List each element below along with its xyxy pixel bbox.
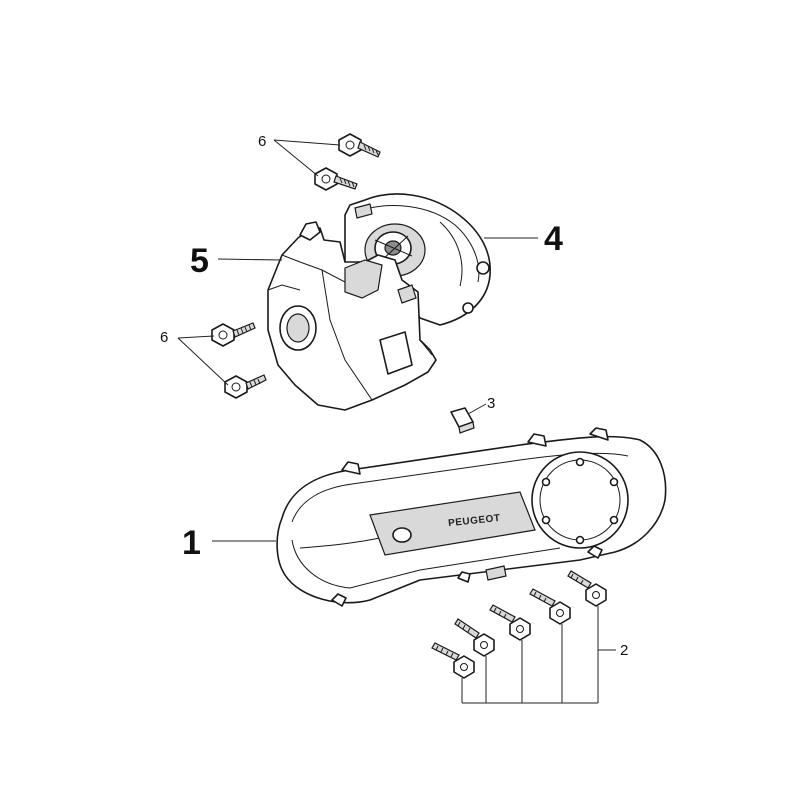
bolt-2-c xyxy=(489,604,531,641)
part-5-cylinder-shroud xyxy=(267,221,437,411)
callout-1: 1 xyxy=(182,524,201,562)
leader-lines xyxy=(177,139,616,704)
bolt-6-top-b xyxy=(314,167,358,191)
bolt-6-left-a xyxy=(211,322,256,347)
bolt-6-left-b xyxy=(224,374,267,399)
callout-2: 2 xyxy=(620,642,628,659)
callout-4: 4 xyxy=(544,220,563,258)
bolt-2-d xyxy=(529,588,571,625)
bolt-2-a xyxy=(431,642,475,679)
bolt-2-b xyxy=(454,618,495,657)
part-1-transmission-cover: PEUGEOT xyxy=(276,427,667,607)
bolt-2-e xyxy=(567,570,607,607)
callout-6-top: 6 xyxy=(258,133,266,150)
bolt-6-top-a xyxy=(338,133,381,158)
callout-6-left: 6 xyxy=(160,329,168,346)
callout-3: 3 xyxy=(487,395,495,412)
part-3-clip xyxy=(450,407,475,434)
brand-logo-text: PEUGEOT xyxy=(448,513,501,529)
callout-5: 5 xyxy=(190,242,209,280)
